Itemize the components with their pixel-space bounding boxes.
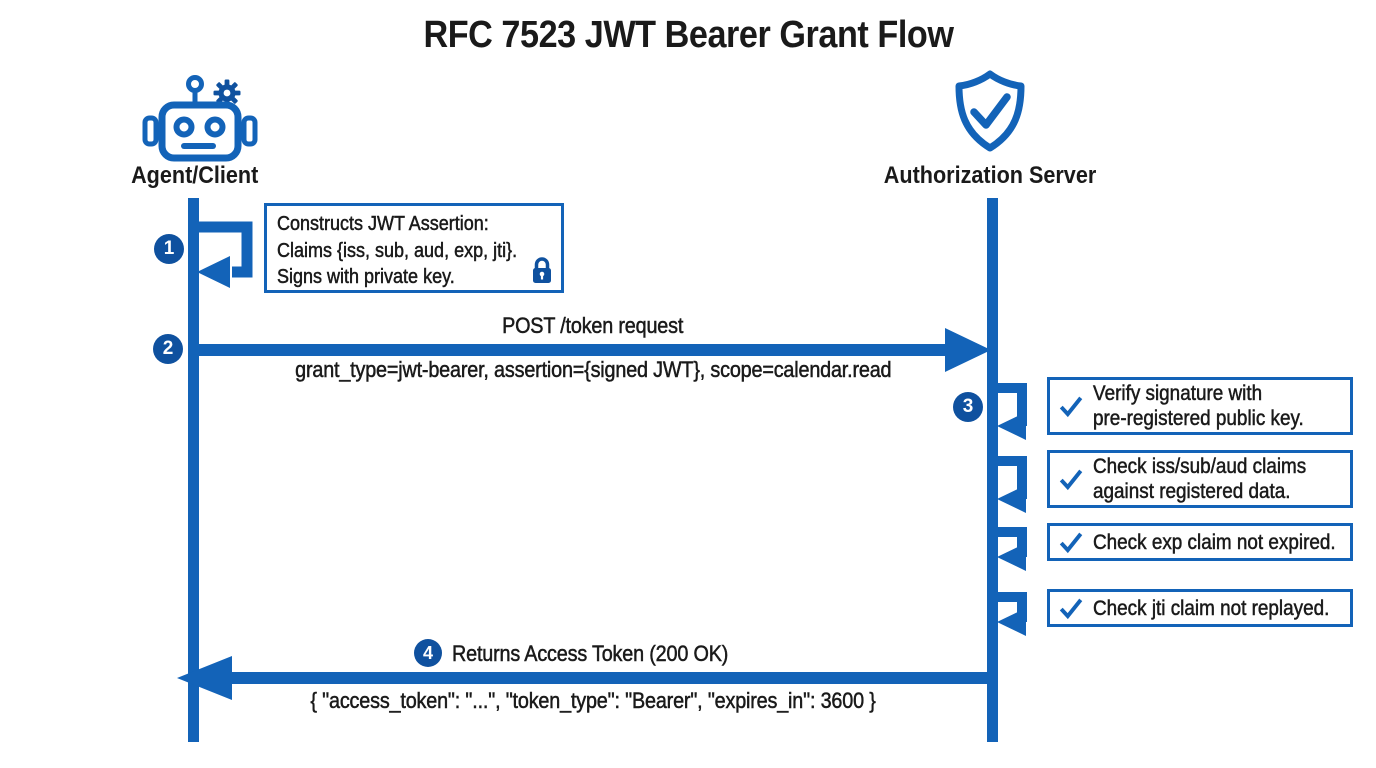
note-line: Claims {iss, sub, aud, exp, jti}. bbox=[277, 239, 518, 262]
step-1-badge: 1 bbox=[154, 234, 184, 264]
step3-self-loop-arrowheads bbox=[997, 412, 1026, 636]
check-exp: Check exp claim not expired. bbox=[1047, 523, 1353, 561]
robot-icon bbox=[142, 75, 258, 162]
check-icon bbox=[1059, 598, 1083, 620]
shield-check-icon bbox=[955, 70, 1025, 152]
client-lifeline bbox=[188, 198, 199, 742]
step1-self-loop-arrow bbox=[197, 221, 253, 288]
step-4-badge: 4 bbox=[414, 639, 442, 667]
lock-icon bbox=[533, 257, 551, 283]
step2-request-params: grant_type=jwt-bearer, assertion={signed… bbox=[294, 357, 892, 383]
check-claims: Check iss/sub/aud claims against registe… bbox=[1047, 450, 1353, 508]
check-icon bbox=[1059, 532, 1083, 554]
step-3-badge: 3 bbox=[953, 392, 983, 422]
step4-response-json: { "access_token": "...", "token_type": "… bbox=[310, 688, 876, 714]
actor-client-label: Agent/Client bbox=[131, 162, 259, 189]
step-2-badge: 2 bbox=[153, 334, 183, 364]
check-line: pre-registered public key. bbox=[1093, 407, 1304, 431]
check-line: Check jti claim not replayed. bbox=[1093, 596, 1330, 620]
actor-server-label: Authorization Server bbox=[883, 162, 1097, 189]
step2-request-label: POST /token request bbox=[502, 313, 684, 339]
check-icon bbox=[1059, 396, 1083, 418]
step4-response-arrow bbox=[177, 656, 998, 700]
check-jti: Check jti claim not replayed. bbox=[1047, 589, 1353, 627]
page-title: RFC 7523 JWT Bearer Grant Flow bbox=[422, 14, 954, 56]
check-verify-signature: Verify signature with pre-registered pub… bbox=[1047, 377, 1353, 435]
check-line: Check iss/sub/aud claims bbox=[1093, 455, 1307, 479]
check-line: against registered data. bbox=[1093, 480, 1291, 504]
check-line: Check exp claim not expired. bbox=[1093, 530, 1336, 554]
jwt-assertion-note: Constructs JWT Assertion: Claims {iss, s… bbox=[264, 203, 564, 293]
note-line: Constructs JWT Assertion: bbox=[277, 213, 489, 235]
check-line: Verify signature with bbox=[1093, 382, 1263, 406]
check-icon bbox=[1059, 469, 1083, 491]
step2-request-arrow bbox=[199, 328, 991, 372]
note-line: Signs with private key. bbox=[277, 266, 455, 288]
server-lifeline bbox=[987, 198, 998, 742]
step4-response-label: Returns Access Token (200 OK) bbox=[452, 641, 729, 667]
